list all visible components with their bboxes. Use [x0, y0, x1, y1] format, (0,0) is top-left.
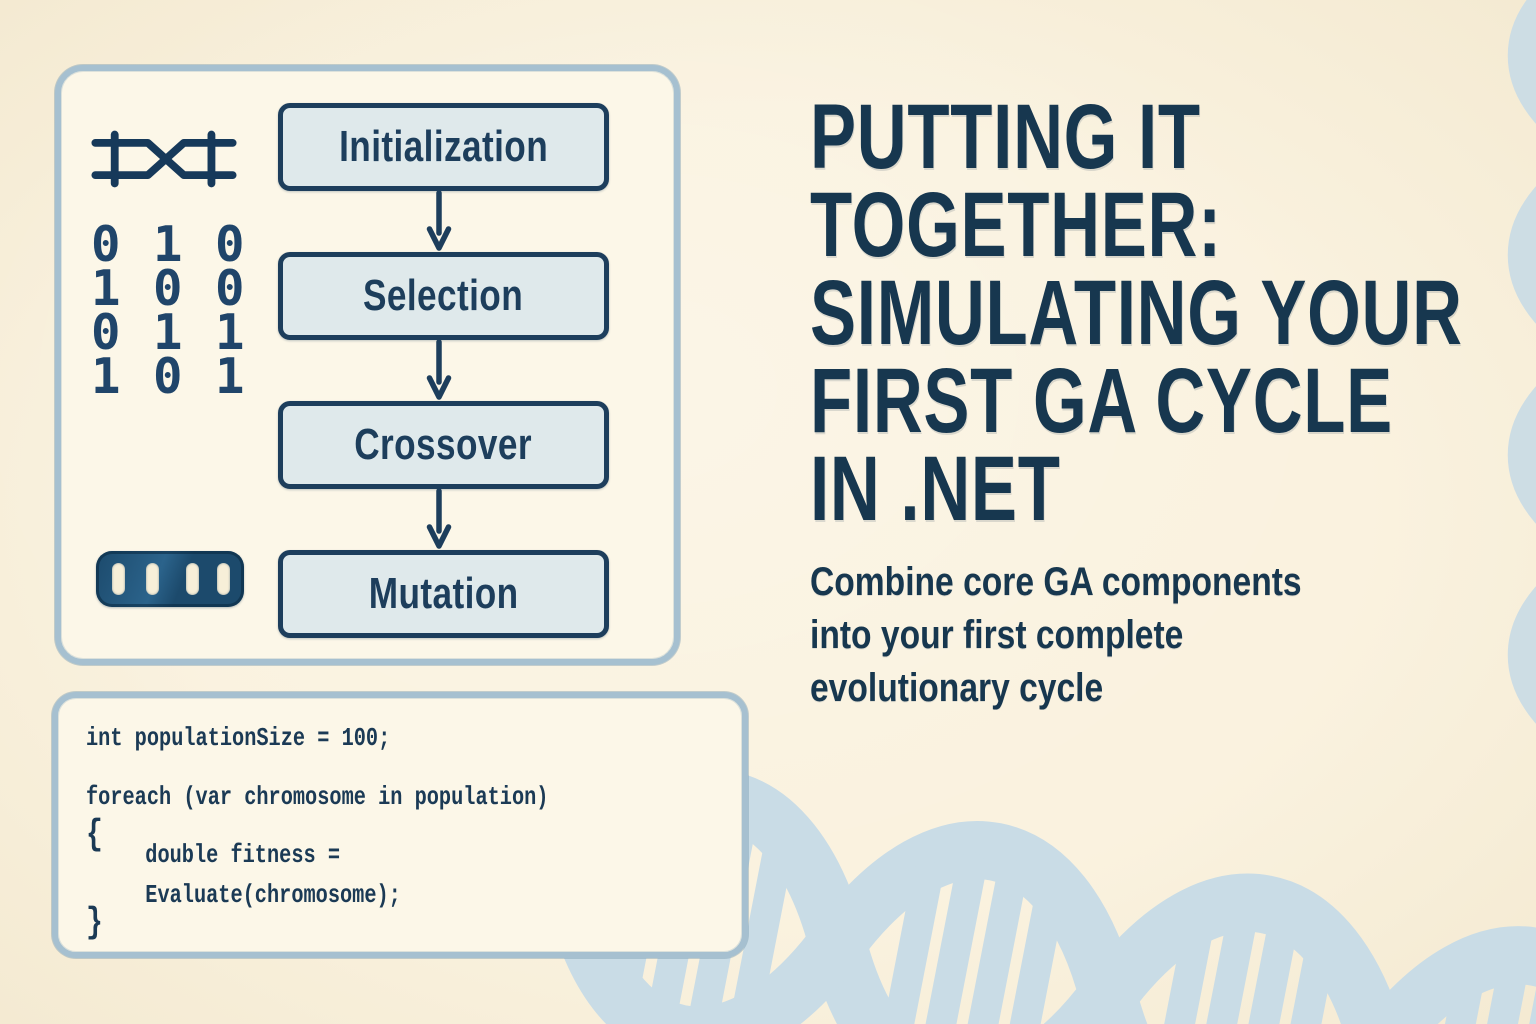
headline-line: SIMULATING YOUR: [810, 262, 1463, 364]
binary-bit: 0: [91, 304, 121, 361]
dna-helix-vertical-decoration: [1507, 0, 1536, 770]
dna-crossover-icon: [91, 130, 237, 188]
binary-bit: 1: [153, 216, 183, 273]
flow-arrow-down-icon: [426, 489, 452, 549]
code-line: {: [86, 814, 103, 855]
flow-arrow-down-icon: [426, 191, 452, 251]
subtitle-line: into your first complete: [810, 613, 1184, 657]
binary-chromosome-matrix: 0 1 0 1 0 0 0 1 1 1 0 1: [91, 216, 247, 405]
code-line: Evaluate(chromosome);: [145, 880, 401, 910]
flow-step-label: Mutation: [368, 569, 519, 618]
page-title: PUTTING IT TOGETHER: SIMULATING YOUR FIR…: [810, 86, 1463, 540]
flow-step-label: Selection: [363, 271, 524, 320]
code-line: int populationSize = 100;: [86, 723, 391, 753]
code-line: }: [86, 902, 103, 943]
flowchart-panel: 0 1 0 1 0 0 0 1 1 1 0 1 Initialization S…: [55, 65, 680, 665]
binary-bit: 0: [91, 216, 121, 273]
headline-line: TOGETHER:: [810, 174, 1222, 276]
binary-bit: 1: [153, 304, 183, 361]
binary-bit: 0: [153, 348, 183, 405]
flow-step-initialization: Initialization: [278, 103, 609, 191]
headline-line: PUTTING IT: [810, 86, 1201, 188]
headline-line: IN .NET: [810, 438, 1061, 540]
binary-bit: 0: [215, 216, 245, 273]
flow-step-label: Initialization: [338, 122, 548, 171]
flow-step-mutation: Mutation: [278, 550, 609, 638]
page-subtitle: Combine core GA components into your fir…: [810, 556, 1302, 715]
code-line: double fitness =: [145, 840, 340, 870]
headline-line: FIRST GA CYCLE: [810, 350, 1393, 452]
binary-bit: 1: [91, 260, 121, 317]
flow-step-crossover: Crossover: [278, 401, 609, 489]
binary-bit: 1: [215, 348, 245, 405]
chromosome-band-icon: [96, 551, 244, 607]
subtitle-line: Combine core GA components: [810, 560, 1302, 604]
flow-step-label: Crossover: [354, 420, 533, 469]
code-block: int populationSize = 100; foreach (var c…: [86, 698, 726, 952]
code-line: foreach (var chromosome in population): [86, 782, 549, 812]
binary-bit: 1: [91, 348, 121, 405]
binary-bit: 0: [215, 260, 245, 317]
flow-arrow-down-icon: [426, 340, 452, 400]
code-snippet-panel: int populationSize = 100; foreach (var c…: [52, 692, 748, 958]
flow-step-selection: Selection: [278, 252, 609, 340]
subtitle-line: evolutionary cycle: [810, 666, 1104, 710]
binary-bit: 0: [153, 260, 183, 317]
binary-bit: 1: [215, 304, 245, 361]
